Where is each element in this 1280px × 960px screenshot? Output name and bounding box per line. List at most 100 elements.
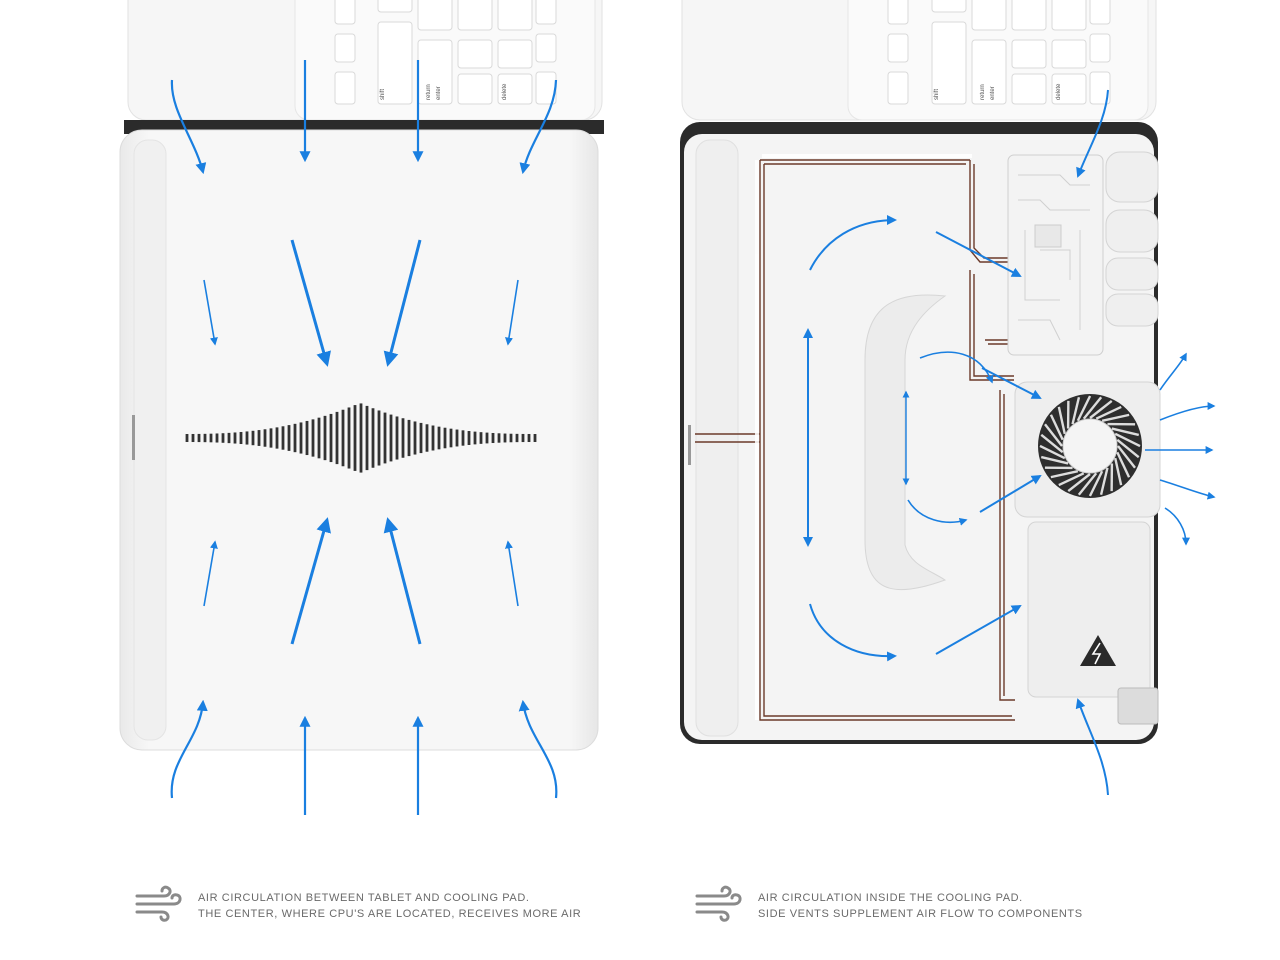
- keyboard-device: shift return enter delete: [127, 0, 603, 121]
- vent-slot: [365, 405, 369, 471]
- vent-slot: [515, 433, 519, 443]
- vent-slot: [479, 432, 483, 444]
- vent-slot: [227, 432, 231, 444]
- power-supply: [1027, 521, 1159, 725]
- vent-slot: [263, 429, 267, 447]
- arrow-out-2: [1159, 402, 1216, 421]
- tablet-airflow-diagram: shift return enter delete: [119, 0, 604, 815]
- vent-slot: [419, 422, 423, 454]
- vent-slot: [305, 420, 309, 456]
- keyboard-device: shift return enter delete: [681, 0, 1157, 121]
- high-voltage-warning-icon: [1080, 635, 1116, 666]
- fan-blade: [1117, 445, 1136, 469]
- vent-slot: [275, 427, 279, 449]
- vent-slot: [389, 414, 393, 462]
- fan-blade: [1067, 473, 1091, 492]
- key-return-label: return: [980, 84, 986, 100]
- vent-slot: [473, 431, 477, 445]
- fan-module: [1014, 381, 1161, 518]
- vent-slot: [527, 433, 531, 443]
- vent-slot: [491, 432, 495, 444]
- arrow-out-5: [1164, 507, 1190, 546]
- vent-slot: [323, 415, 327, 461]
- cpu-vent-grille: [185, 403, 537, 473]
- arrow-inner-8: [505, 540, 519, 607]
- fan-blades-icon: [1039, 395, 1141, 497]
- vent-slot: [485, 432, 489, 444]
- vent-slot: [371, 408, 375, 468]
- fan-blade: [1050, 470, 1079, 479]
- key-return-label: return: [426, 84, 432, 100]
- vent-slot: [233, 432, 237, 444]
- fan-blade: [1049, 414, 1064, 441]
- side-vent: [688, 425, 691, 465]
- arrow-loop-top: [809, 215, 897, 271]
- arrow-into-fan: [979, 474, 1042, 513]
- fan-blade: [1101, 413, 1130, 422]
- vent-slot: [335, 411, 339, 465]
- caption-left: AIR CIRCULATION BETWEEN TABLET AND COOLI…: [134, 884, 581, 924]
- vent-slot: [437, 426, 441, 450]
- fan-blade: [1095, 405, 1122, 420]
- vent-slot: [317, 417, 321, 459]
- vent-slot: [521, 433, 525, 443]
- caption-right-line1: AIR CIRCULATION INSIDE THE COOLING PAD.: [758, 892, 1023, 904]
- vent-slot: [269, 428, 273, 448]
- wind-icon: [135, 885, 182, 922]
- fan-blade: [1044, 423, 1063, 447]
- vent-slot: [455, 429, 459, 447]
- caption-right: AIR CIRCULATION INSIDE THE COOLING PAD. …: [694, 884, 1083, 924]
- vent-slot: [185, 433, 189, 443]
- arrow-to-psu: [935, 605, 1022, 655]
- vent-slot: [191, 433, 195, 443]
- arrow-inner-4: [505, 279, 519, 346]
- vent-slot: [395, 416, 399, 460]
- key-delete-label: delete: [1056, 83, 1062, 100]
- vent-slot: [281, 426, 285, 450]
- wind-icon: [695, 885, 742, 922]
- caption-right-text: AIR CIRCULATION INSIDE THE COOLING PAD. …: [758, 884, 1083, 922]
- vent-slot: [509, 433, 513, 443]
- caption-left-line2: THE CENTER, WHERE CPU'S ARE LOCATED, REC…: [198, 908, 582, 920]
- fan-blade: [1057, 406, 1066, 435]
- fan-blade: [1058, 472, 1085, 487]
- airflow-arrows-left: [170, 60, 558, 815]
- vent-slot: [431, 425, 435, 451]
- arrow-to-fan: [981, 367, 1042, 399]
- vent-slot: [533, 434, 537, 442]
- vent-slot: [467, 431, 471, 445]
- arrow-bottom-loop: [907, 499, 968, 526]
- key-enter-label: enter: [436, 86, 442, 100]
- vent-slot: [287, 425, 291, 451]
- vent-slot: [401, 418, 405, 458]
- vent-slot: [449, 428, 453, 448]
- vent-slot: [293, 423, 297, 453]
- vent-slot: [215, 433, 219, 443]
- vent-slot: [251, 430, 255, 446]
- fan-blade: [1077, 472, 1098, 496]
- vent-slot: [353, 405, 357, 471]
- fan-blade: [1088, 470, 1104, 497]
- vent-slot: [245, 431, 249, 445]
- caption-left-line1: AIR CIRCULATION BETWEEN TABLET AND COOLI…: [198, 892, 530, 904]
- fan-blade: [1116, 438, 1140, 459]
- arrow-inlet-top: [1076, 89, 1109, 178]
- vent-slot: [209, 433, 213, 443]
- key-shift-label: shift: [380, 89, 386, 100]
- vent-slot: [443, 427, 447, 449]
- arrow-inner-3: [383, 239, 422, 367]
- fan-blade: [1089, 400, 1113, 419]
- key-delete-label: delete: [502, 83, 508, 100]
- circuit-board: [1007, 154, 1104, 356]
- arrow-inner-6: [290, 517, 331, 645]
- arrow-out-1: [1159, 352, 1187, 391]
- fan-blade: [1099, 467, 1109, 496]
- fan-blade: [1040, 455, 1069, 465]
- vent-slot: [503, 433, 507, 443]
- fan-hub: [1062, 418, 1118, 474]
- airflow-arrows-right: [803, 89, 1216, 796]
- fan-blade: [1116, 451, 1131, 478]
- vent-slot: [257, 430, 261, 446]
- arrow-out-4: [1159, 479, 1216, 500]
- vent-slot: [425, 424, 429, 452]
